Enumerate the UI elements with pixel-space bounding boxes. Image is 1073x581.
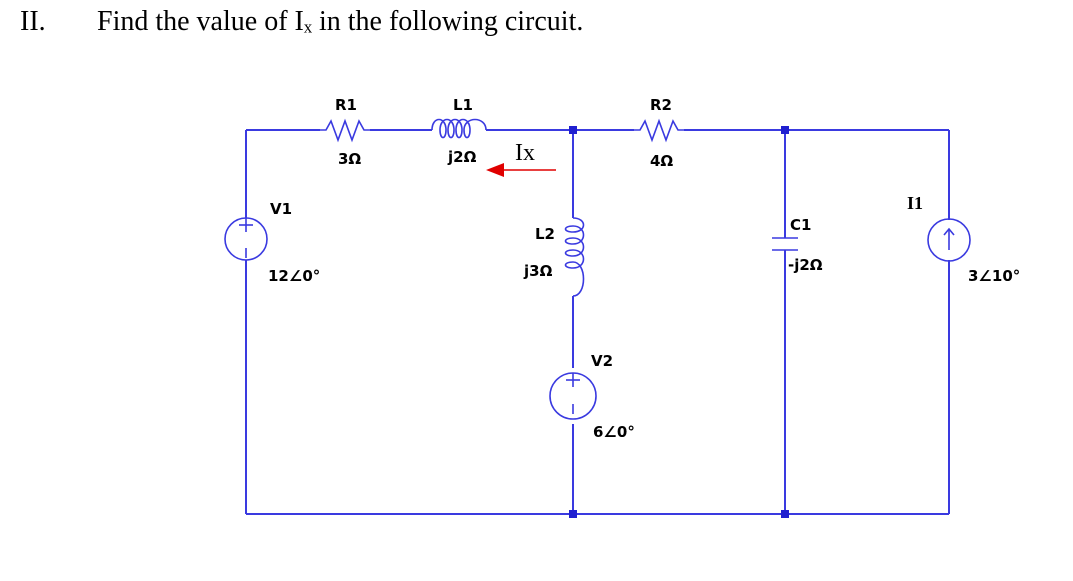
c1-name: C1: [790, 216, 811, 234]
v2-name: V2: [591, 352, 613, 370]
junction-node: [781, 126, 789, 134]
junction-node: [569, 126, 577, 134]
i1-value: 3∠10°: [968, 267, 1020, 285]
l1-name: L1: [453, 96, 473, 114]
r1-name: R1: [335, 96, 357, 114]
voltage-source-v2: [549, 372, 597, 420]
junction-node: [569, 510, 577, 518]
i1-name: I1: [907, 193, 923, 213]
v1-name: V1: [270, 200, 292, 218]
r2-value: 4Ω: [650, 152, 673, 170]
v1-value: 12∠0°: [268, 267, 320, 285]
resistor-r2: [634, 118, 684, 143]
l2-value: j3Ω: [523, 262, 553, 280]
inductor-l2: [564, 217, 585, 297]
r1-value: 3Ω: [338, 150, 361, 168]
c1-value: -j2Ω: [788, 256, 823, 274]
l1-value: j2Ω: [447, 148, 477, 166]
current-source-i1: [927, 218, 971, 262]
current-label-ix: Ix: [515, 140, 535, 166]
v2-value: 6∠0°: [593, 423, 635, 441]
question-number: II.: [20, 6, 46, 37]
l2-name: L2: [535, 225, 555, 243]
junction-node: [781, 510, 789, 518]
capacitor-c1: [772, 237, 798, 251]
inductor-l1: [431, 118, 487, 139]
question-text: Find the value of Iₓ in the following ci…: [97, 6, 584, 37]
voltage-source-v1: [224, 217, 268, 261]
wires: [245, 129, 950, 515]
r2-name: R2: [650, 96, 672, 114]
resistor-r1: [320, 118, 370, 143]
current-arrow-ix: [486, 163, 556, 177]
